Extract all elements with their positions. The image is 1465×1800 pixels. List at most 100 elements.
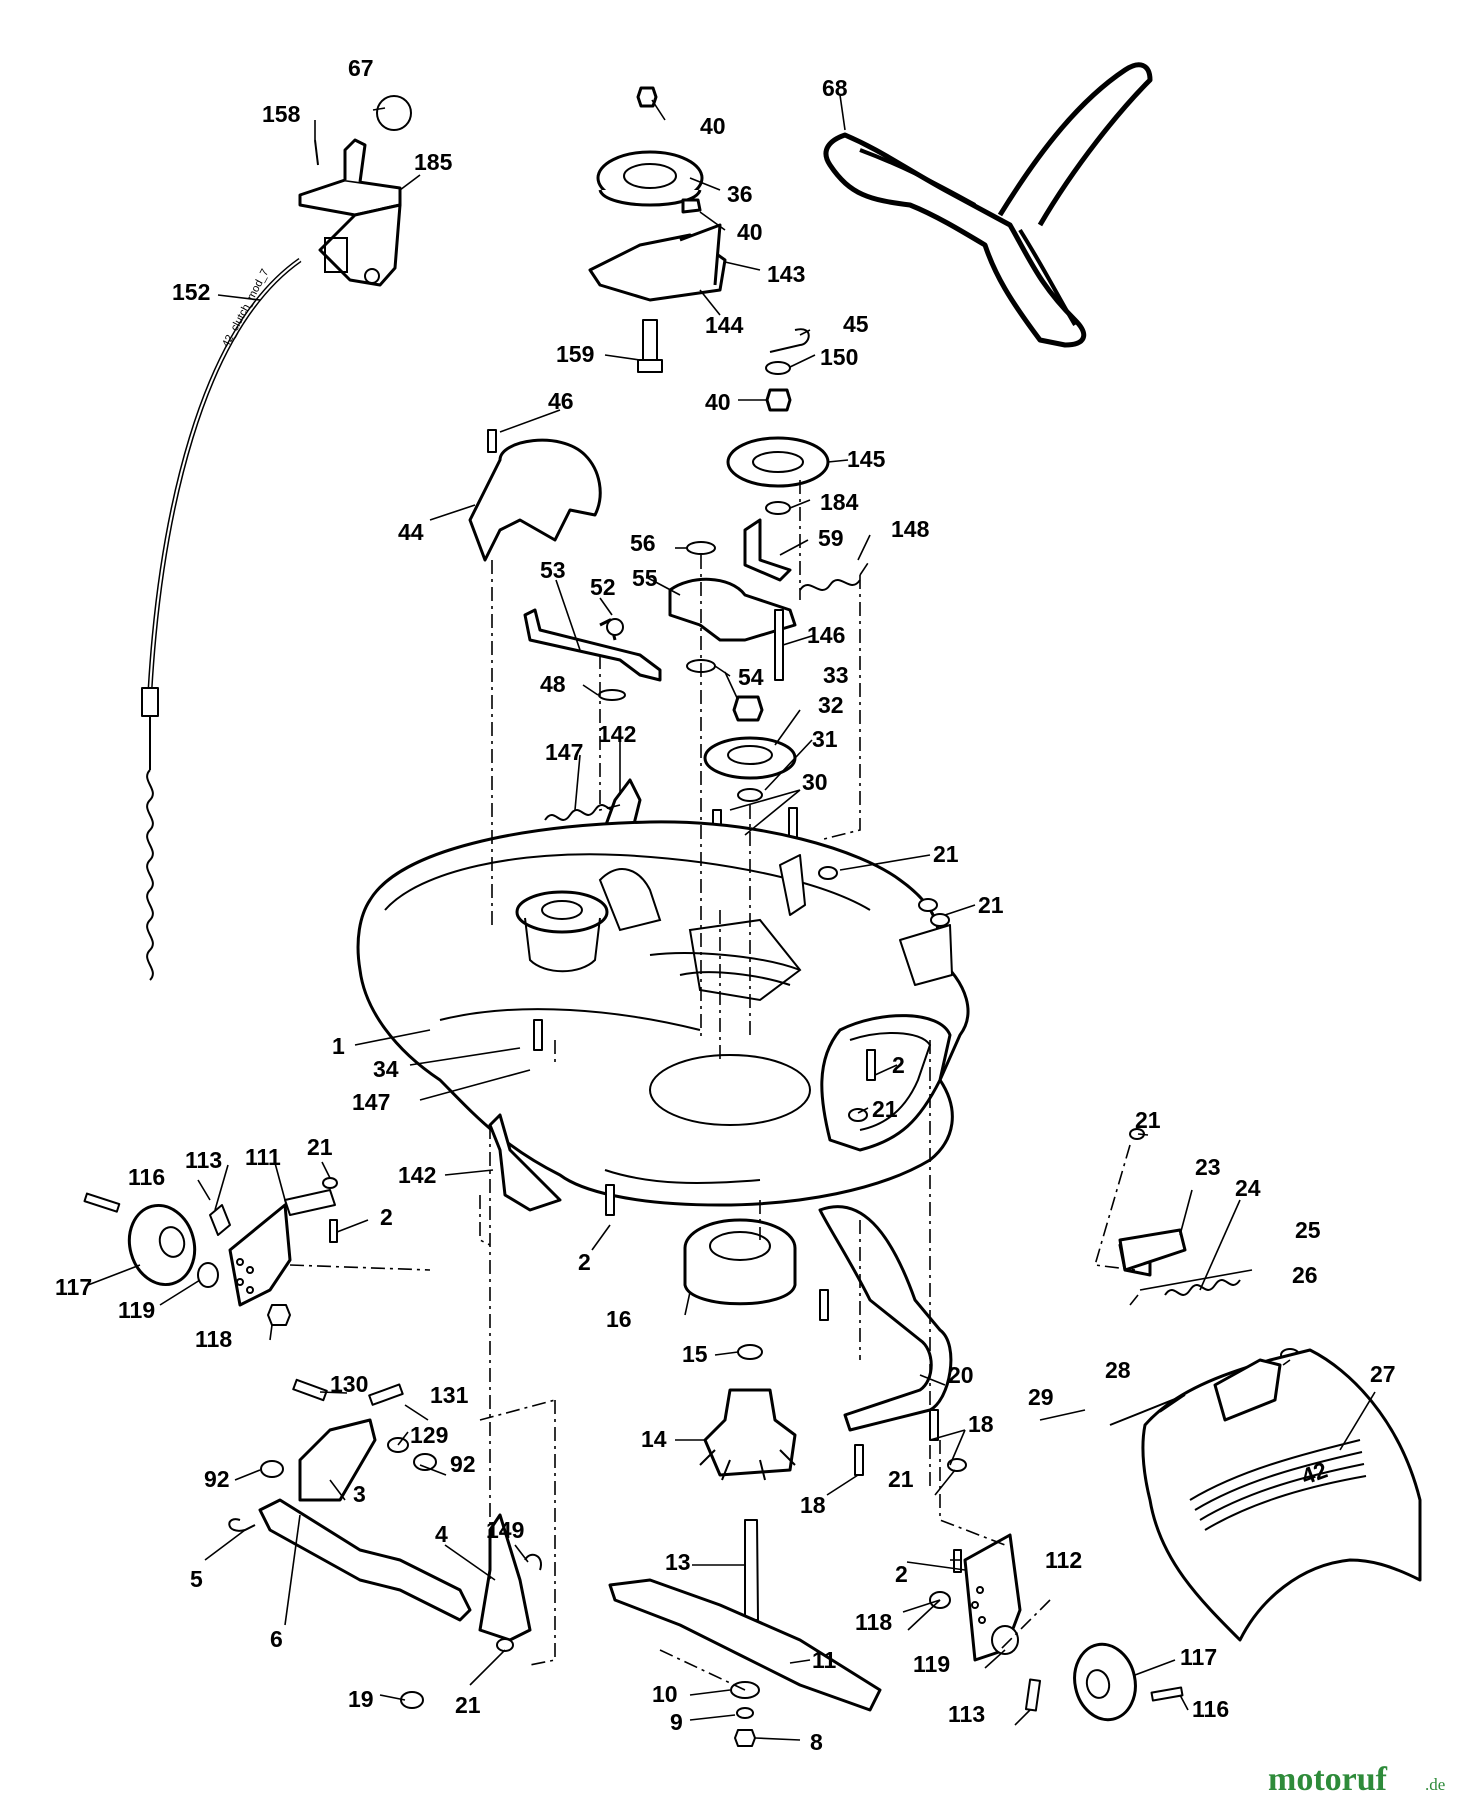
- callout-19: 19: [348, 1686, 374, 1712]
- callout-45: 45: [843, 311, 869, 337]
- callout-142: 142: [398, 1162, 436, 1188]
- callout-158: 158: [262, 101, 301, 127]
- callout-56: 56: [630, 530, 656, 556]
- callout-147: 147: [352, 1089, 390, 1115]
- callout-112: 112: [1045, 1547, 1082, 1573]
- callout-24: 24: [1235, 1175, 1261, 1201]
- callout-143: 143: [767, 261, 805, 287]
- deck-baffle: [818, 1205, 967, 1476]
- deck-bracket-142: [488, 1113, 562, 1212]
- callout-4: 4: [435, 1521, 448, 1547]
- callout-40: 40: [737, 219, 763, 245]
- callout-34: 34: [373, 1056, 399, 1082]
- callout-147: 147: [545, 739, 583, 765]
- callout-118: 118: [195, 1326, 232, 1352]
- callout-131: 131: [430, 1382, 469, 1408]
- callout-148: 148: [891, 516, 930, 542]
- callout-119: 119: [913, 1651, 950, 1677]
- callout-5: 5: [190, 1566, 203, 1592]
- callout-67: 67: [348, 55, 374, 81]
- callout-23: 23: [1195, 1154, 1221, 1180]
- callout-36: 36: [727, 181, 753, 207]
- callout-145: 145: [847, 446, 886, 472]
- callout-18: 18: [800, 1492, 826, 1518]
- callout-44: 44: [398, 519, 424, 545]
- callout-113: 113: [185, 1147, 222, 1173]
- callout-21: 21: [872, 1096, 898, 1122]
- idler-arm: [523, 518, 861, 701]
- callout-2: 2: [578, 1249, 591, 1275]
- callout-185: 185: [414, 149, 453, 175]
- callout-116: 116: [128, 1164, 165, 1190]
- deck-lift-links: [228, 1378, 542, 1709]
- cable-text: 42_clutch_mod_7: [220, 267, 271, 349]
- callout-26: 26: [1292, 1262, 1318, 1288]
- callout-32: 32: [818, 692, 844, 718]
- callout-119: 119: [118, 1297, 155, 1323]
- callout-21: 21: [1135, 1107, 1161, 1133]
- callout-2: 2: [895, 1561, 908, 1587]
- callout-52: 52: [590, 574, 616, 600]
- callout-113: 113: [948, 1701, 985, 1727]
- blade-spindle-assembly: [683, 1218, 797, 1646]
- callout-25: 25: [1295, 1217, 1321, 1243]
- callout-149: 149: [486, 1517, 524, 1543]
- clutch-bracket: [298, 95, 412, 287]
- drive-belt: [823, 62, 1153, 348]
- callout-184: 184: [820, 489, 859, 515]
- callout-21: 21: [978, 892, 1004, 918]
- callout-146: 146: [807, 622, 845, 648]
- callout-28: 28: [1105, 1357, 1131, 1383]
- callout-21: 21: [455, 1692, 481, 1718]
- callout-33: 33: [823, 662, 849, 688]
- callout-46: 46: [548, 388, 574, 414]
- callout-21: 21: [307, 1134, 333, 1160]
- callout-21: 21: [933, 841, 959, 867]
- callout-144: 144: [705, 312, 744, 338]
- callout-48: 48: [540, 671, 566, 697]
- callout-55: 55: [632, 565, 658, 591]
- callout-13: 13: [665, 1549, 691, 1575]
- left-gauge-wheel-assembly: [83, 1189, 336, 1326]
- callout-6: 6: [270, 1626, 283, 1652]
- callout-92: 92: [450, 1451, 476, 1477]
- callout-29: 29: [1028, 1384, 1054, 1410]
- callout-142: 142: [598, 721, 636, 747]
- callout-30: 30: [802, 769, 828, 795]
- callout-159: 159: [556, 341, 594, 367]
- callout-1: 1: [332, 1033, 345, 1059]
- callout-18: 18: [968, 1411, 994, 1437]
- callout-labels: 67 158 185 152 40 36 40 143 144 159 68 4…: [55, 55, 1396, 1755]
- callout-68: 68: [822, 75, 848, 101]
- callout-10: 10: [652, 1681, 678, 1707]
- deck-fasteners: [322, 866, 950, 1243]
- idler-pulley-assembly: [588, 86, 727, 373]
- callout-40: 40: [705, 389, 731, 415]
- callout-9: 9: [670, 1709, 683, 1735]
- callout-20: 20: [948, 1362, 974, 1388]
- callout-92: 92: [204, 1466, 230, 1492]
- alignment-lines: [289, 480, 1139, 1691]
- callout-53: 53: [540, 557, 566, 583]
- callout-117: 117: [55, 1274, 92, 1300]
- callout-21: 21: [888, 1466, 914, 1492]
- callout-8: 8: [810, 1729, 823, 1755]
- callout-130: 130: [330, 1371, 368, 1397]
- callout-150: 150: [820, 344, 858, 370]
- callout-27: 27: [1370, 1361, 1396, 1387]
- callout-152: 152: [172, 279, 210, 305]
- callout-116: 116: [1192, 1696, 1229, 1722]
- callout-54: 54: [738, 664, 764, 690]
- callout-117: 117: [1180, 1644, 1217, 1670]
- discharge-chute: 42: [1109, 1128, 1422, 1642]
- callout-129: 129: [410, 1422, 448, 1448]
- callout-15: 15: [682, 1341, 708, 1367]
- callout-2: 2: [892, 1052, 905, 1078]
- callout-111: 111: [245, 1144, 281, 1170]
- leader-lines: [87, 94, 1376, 1741]
- watermark-suffix: .de: [1425, 1775, 1445, 1794]
- callout-59: 59: [818, 525, 844, 551]
- callout-40: 40: [700, 113, 726, 139]
- callout-2: 2: [380, 1204, 393, 1230]
